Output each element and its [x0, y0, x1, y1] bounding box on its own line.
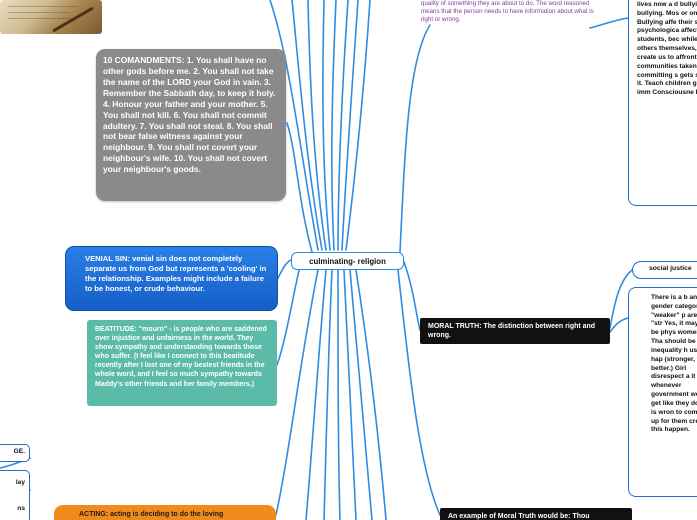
node-venial-sin-text: VENIAL SIN: venial sin does not complete…	[85, 254, 267, 293]
central-topic-label: culminating- religion	[309, 257, 386, 266]
paper-and-pen-photo-icon	[0, 0, 102, 34]
node-venial-sin[interactable]: VENIAL SIN: venial sin does not complete…	[65, 246, 278, 311]
node-beatitude-text: BEATITUDE: "mourn" - is people who are s…	[95, 326, 267, 388]
node-ten-commandments[interactable]: 10 COMANDMENTS: 1. You shall have no oth…	[96, 49, 286, 201]
node-ten-commandments-text: 10 COMANDMENTS: 1. You shall have no oth…	[103, 55, 276, 175]
node-moral-truth-text: MORAL TRUTH: The distinction between rig…	[428, 323, 596, 340]
node-moral-truth[interactable]: MORAL TRUTH: The distinction between rig…	[420, 318, 610, 344]
node-acting-text: ACTING: acting is deciding to do the lov…	[79, 511, 224, 518]
node-moral-truth-example[interactable]: An example of Moral Truth would be: Thou	[440, 508, 632, 520]
node-beatitude[interactable]: BEATITUDE: "mourn" - is people who are s…	[87, 320, 277, 406]
node-left-fragment-2-text: lay	[15, 479, 25, 486]
node-left-fragment-1-text: GE.	[13, 448, 25, 455]
node-acting[interactable]: ACTING: acting is deciding to do the lov…	[54, 505, 276, 520]
node-gender-inequality-text: There is a b and gender category. W "wea…	[651, 294, 697, 434]
node-bullying[interactable]: lives now a d bullying is ar bullying. M…	[628, 0, 697, 206]
node-moral-truth-example-text: An example of Moral Truth would be: Thou	[448, 513, 590, 520]
note-conscience-reasoning-text: quality of something they are about to d…	[421, 0, 594, 24]
node-left-fragment-2[interactable]: lay ns	[0, 470, 30, 520]
node-left-fragment-3-text: ns	[17, 504, 25, 512]
node-social-justice[interactable]: social justice	[632, 261, 697, 279]
node-left-fragment-1[interactable]: GE.	[0, 444, 30, 462]
node-social-justice-text: social justice	[649, 265, 692, 272]
central-topic-node[interactable]: culminating- religion	[291, 252, 404, 270]
note-conscience-reasoning[interactable]: quality of something they are about to d…	[421, 0, 603, 24]
node-gender-inequality[interactable]: There is a b and gender category. W "wea…	[628, 287, 697, 497]
node-bullying-text: lives now a d bullying is ar bullying. M…	[637, 1, 697, 97]
